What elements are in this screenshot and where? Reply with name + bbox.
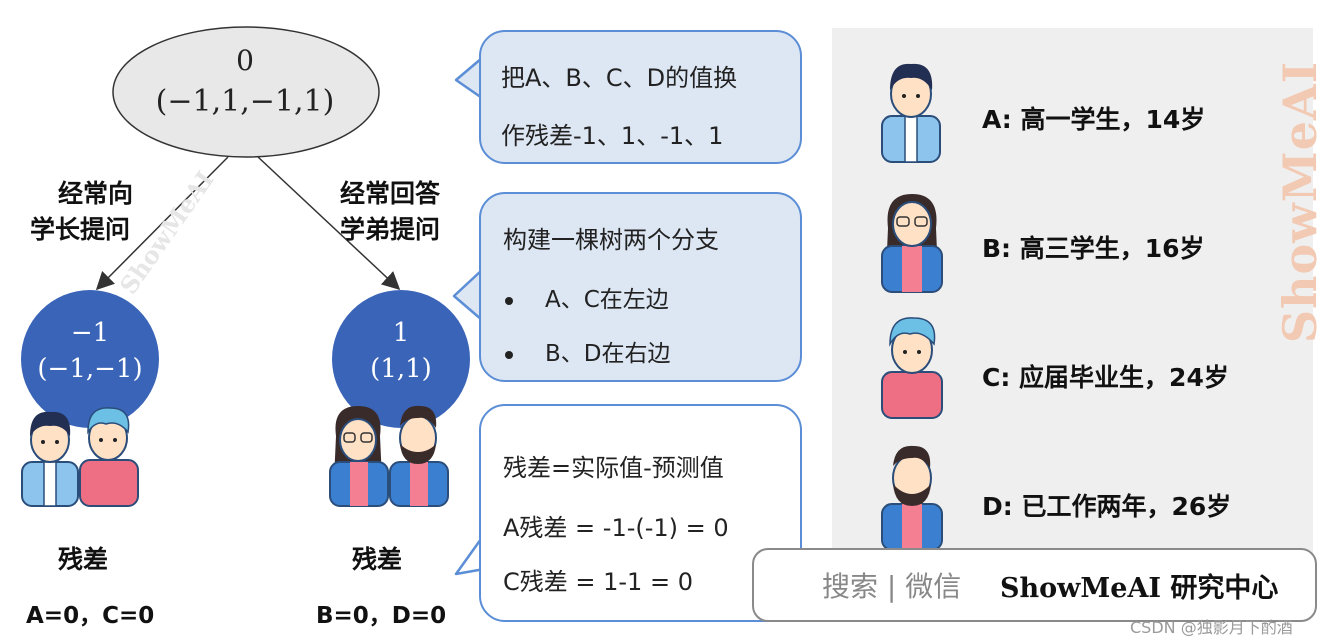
graduate-c-avatar-icon — [79, 407, 139, 507]
person-label-b: B: 高三学生，16岁 — [982, 234, 1205, 263]
brand-text: ShowMeAI 研究中心 — [1000, 573, 1279, 604]
student-a-avatar-icon — [21, 411, 79, 507]
bubble3-line2: C残差 = 1-1 = 0 — [503, 568, 693, 596]
panel-avatar-a — [881, 63, 941, 163]
right-edge-label-line1: 经常回答 — [340, 179, 441, 208]
panel-avatar-b — [881, 194, 943, 293]
person-label-d: D: 已工作两年，26岁 — [982, 492, 1232, 521]
left-residual-values: A=0，C=0 — [26, 603, 155, 629]
left-edge-label-line1: 经常向 — [58, 179, 134, 208]
root-value: 0 — [236, 44, 254, 77]
bubble-residual-swap: 把A、B、C、D的值换 作残差-1、1、-1、1 — [479, 30, 802, 164]
bubble-branches: 构建一棵树两个分支 A、C在左边 B、D在右边 — [479, 192, 802, 382]
right-edge — [257, 156, 401, 291]
bubble2-bullet-1: A、C在左边 — [505, 280, 669, 314]
panel-avatar-c — [881, 317, 943, 419]
left-node-vector: (−1,−1) — [37, 354, 143, 384]
root-vector: (−1,1,−1,1) — [155, 84, 335, 119]
left-child-node — [21, 290, 159, 428]
worker-d-avatar-icon — [389, 405, 449, 507]
right-child-node — [332, 290, 470, 428]
bubble3-line1: A残差 = -1-(-1) = 0 — [503, 514, 729, 542]
bubble3-title: 残差=实际值-预测值 — [503, 454, 724, 482]
bubble1-line2: 作残差-1、1、-1、1 — [501, 122, 724, 150]
person-label-a: A: 高一学生，14岁 — [982, 105, 1206, 134]
right-node-vector: (1,1) — [370, 354, 432, 384]
wechat-search-text: 搜索 | 微信 — [822, 570, 962, 603]
left-node-value: −1 — [70, 318, 110, 348]
wechat-search-watermark — [752, 548, 1317, 622]
right-residual-values: B=0，D=0 — [316, 603, 447, 629]
bubble1-tail — [454, 57, 483, 100]
bubble2-tail — [452, 269, 483, 321]
person-label-c: C: 应届毕业生，24岁 — [982, 363, 1229, 392]
bubble2-bullet-2: B、D在右边 — [505, 334, 671, 368]
csdn-credit: CSDN @独影月下酌酒 — [1130, 618, 1293, 637]
student-b-avatar-icon — [329, 406, 389, 507]
bubble-residual-calc: 残差=实际值-预测值 A残差 = -1-(-1) = 0 C残差 = 1-1 =… — [479, 404, 802, 622]
right-residual-title: 残差 — [352, 545, 403, 574]
root-node — [112, 26, 380, 158]
bubble1-line1: 把A、B、C、D的值换 — [501, 64, 738, 92]
panel-avatar-d — [881, 445, 943, 551]
left-edge-label-line2: 学长提问 — [30, 215, 131, 244]
left-edge — [95, 156, 229, 291]
right-node-value: 1 — [392, 318, 410, 348]
left-residual-title: 残差 — [58, 545, 109, 574]
bubble2-title: 构建一棵树两个分支 — [503, 226, 719, 254]
right-edge-label-line2: 学弟提问 — [340, 215, 441, 244]
